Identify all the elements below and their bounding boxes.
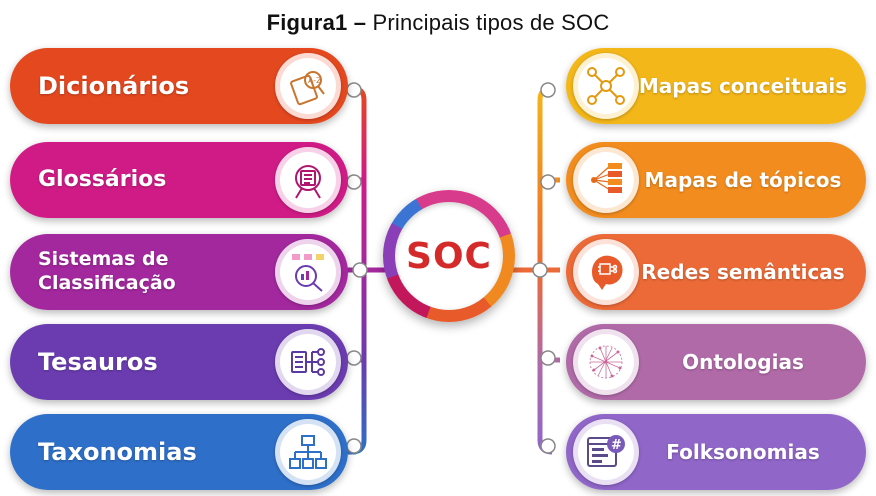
pill-taxonomias: Taxonomias <box>10 414 348 490</box>
soc-center-inner: SOC <box>395 202 503 310</box>
pill-label: Redes semânticas <box>641 259 845 284</box>
left-node-2 <box>346 174 362 190</box>
ontology-icon <box>573 329 639 395</box>
left-node-1 <box>346 82 362 98</box>
pill-label: Tesauros <box>38 348 158 376</box>
concept-map-icon <box>573 53 639 119</box>
pill-redes-semanticas: Redes semânticas <box>566 234 866 310</box>
pill-mapas-conceituais: Mapas conceituais <box>566 48 866 124</box>
pill-label: Mapas de tópicos <box>644 167 842 192</box>
left-node-5 <box>346 438 362 454</box>
pill-folksonomias: # Folksonomias <box>566 414 866 490</box>
pill-label: Glossários <box>38 167 167 193</box>
soc-center-label: SOC <box>406 235 492 277</box>
pill-label: Folksonomias <box>666 439 820 464</box>
left-node-4 <box>346 350 362 366</box>
dictionary-icon: A-Z <box>275 53 341 119</box>
classification-icon <box>275 239 341 305</box>
right-node-5 <box>540 438 556 454</box>
svg-text:#: # <box>611 438 622 453</box>
pill-label: Dicionários <box>38 72 190 100</box>
taxonomy-icon <box>275 419 341 485</box>
right-node-2 <box>540 174 556 190</box>
pill-tesauros: Tesauros <box>10 324 348 400</box>
pill-label: Mapas conceituais <box>638 73 848 98</box>
pill-mapas-topicos: Mapas de tópicos <box>566 142 866 218</box>
folksonomy-icon: # <box>573 419 639 485</box>
caption-number: Figura1 – <box>266 10 367 35</box>
pill-glossarios: Glossários <box>10 142 348 218</box>
caption-title: Principais tipos de SOC <box>372 10 610 35</box>
svg-text:A-Z: A-Z <box>308 76 322 85</box>
pill-ontologias: Ontologias <box>566 324 866 400</box>
topic-map-icon <box>573 147 639 213</box>
soc-center-node: SOC <box>383 190 515 322</box>
right-node-4 <box>540 350 556 366</box>
right-node-1 <box>540 82 556 98</box>
pill-sistemas-classificacao: Sistemas de Classificação <box>10 234 348 310</box>
left-node-3 <box>352 262 368 278</box>
pill-label: Taxonomias <box>38 438 197 466</box>
figure-caption: Figura1 – Principais tipos de SOC <box>0 10 876 36</box>
thesaurus-icon <box>275 329 341 395</box>
glossary-icon <box>275 147 341 213</box>
right-node-3 <box>532 262 548 278</box>
pill-dicionarios: Dicionários A-Z <box>10 48 348 124</box>
semantic-network-icon <box>573 239 639 305</box>
pill-label: Sistemas de Classificação <box>38 248 176 294</box>
pill-label: Ontologias <box>682 349 804 374</box>
